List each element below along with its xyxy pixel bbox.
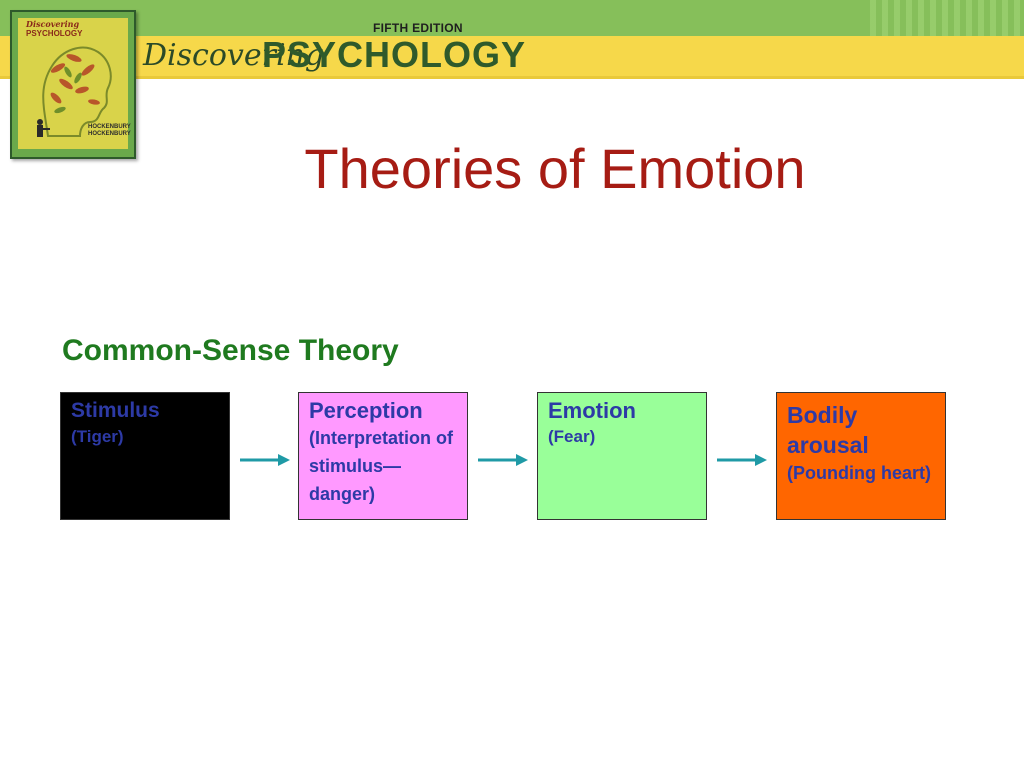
node-emotion-label: Emotion [548,398,636,423]
tree-head-icon [37,46,112,137]
slide-subtitle: Common-Sense Theory [62,334,399,367]
node-bodily-arousal: Bodily arousal (Pounding heart) [776,392,946,520]
slide-title: Theories of Emotion [304,137,806,200]
book-cover-art: Discovering PSYCHOLOGY [18,18,131,149]
book-cover-author2: HOCKENBURY [88,131,131,137]
header-pattern [870,0,1024,40]
node-perception-label: Perception [309,398,423,423]
brand-psychology: PSYCHOLOGY [262,34,527,75]
arrow-right-icon [240,454,290,466]
node-perception: Perception (Interpretation of stimulus—d… [298,392,468,520]
node-stimulus-label: Stimulus [71,399,160,422]
arrow-right-icon [717,454,767,466]
book-cover-author1: HOCKENBURY [88,124,131,130]
header-green-band [0,0,1024,40]
header-divider [0,76,1024,79]
book-cover-logo: Discovering PSYCHOLOGY [10,10,136,159]
book-cover-title-line2: PSYCHOLOGY [26,29,83,38]
node-stimulus: Stimulus (Tiger) [60,392,230,520]
node-bodily-arousal-detail: (Pounding heart) [787,463,931,483]
node-bodily-arousal-label: Bodily arousal [787,402,869,458]
brand-discovering: Discovering [143,38,325,73]
node-emotion-detail: (Fear) [548,427,596,446]
edition-label: FIFTH EDITION [373,21,463,35]
node-emotion: Emotion (Fear) [537,392,707,520]
book-cover-authors: HOCKENBURY HOCKENBURY [88,124,131,138]
node-perception-detail: (Interpretation of stimulus—danger) [309,428,453,504]
book-cover-title: Discovering PSYCHOLOGY [26,19,130,39]
book-cover-title-line1: Discovering [26,19,80,29]
node-stimulus-detail: (Tiger) [71,427,124,446]
header-yellow-band [0,36,1024,76]
arrow-right-icon [478,454,528,466]
